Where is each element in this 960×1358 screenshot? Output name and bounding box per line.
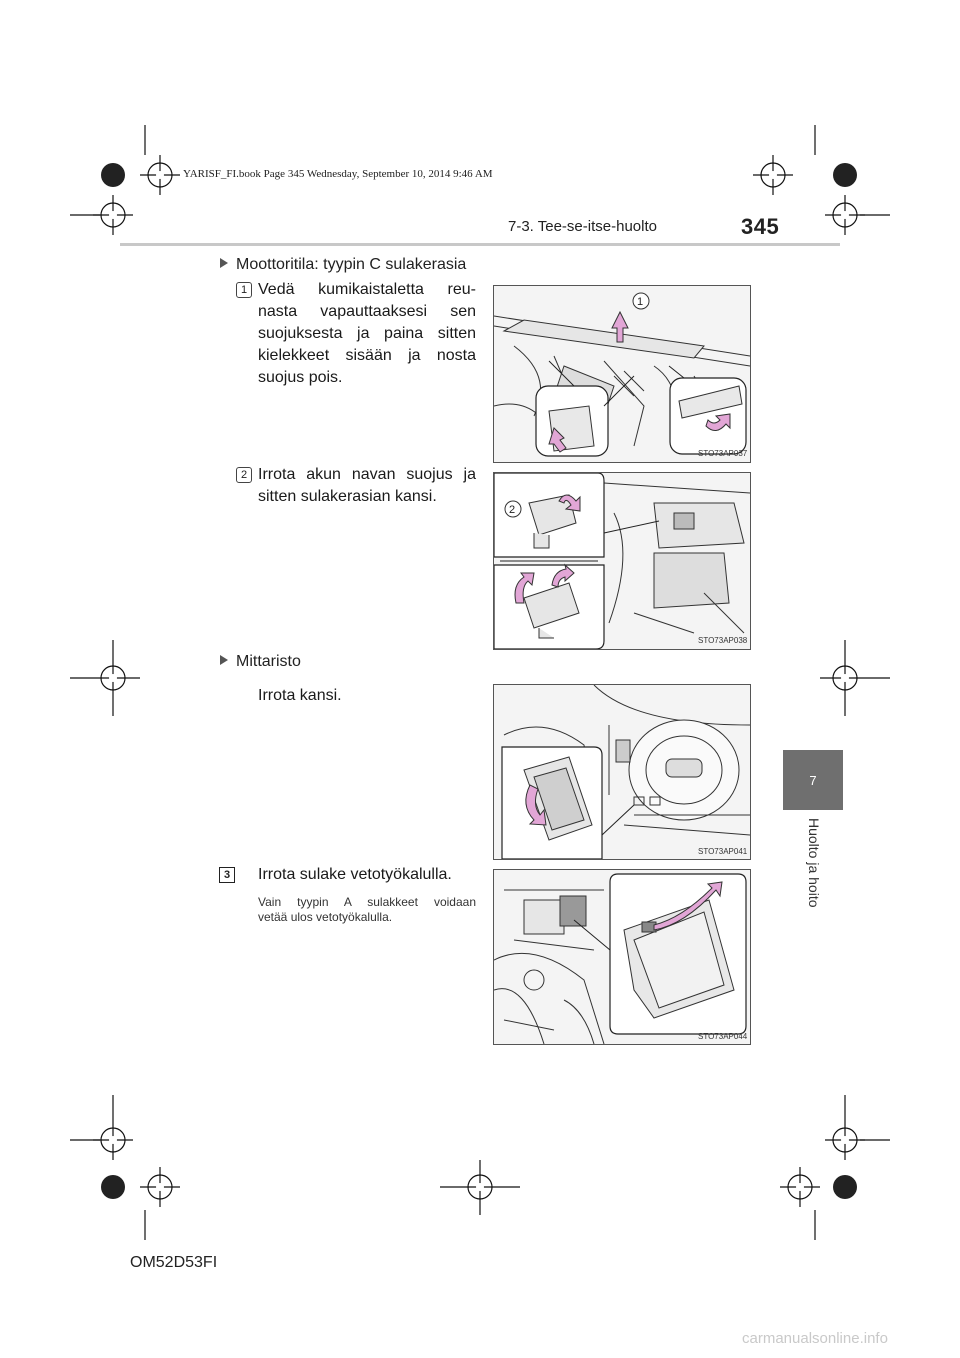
step-3-text: Irrota sulake vetotyökalulla. — [258, 866, 452, 883]
chapter-tab: 7 — [783, 750, 843, 810]
figure-instrument-panel: STO73AP041 — [493, 684, 751, 860]
triangle-bullet-icon — [220, 655, 228, 665]
step-1-line: suojus pois. — [258, 369, 343, 386]
figure-fuse-puller: STO73AP044 — [493, 869, 751, 1045]
battery-terminal-illustration: 2 — [494, 473, 750, 649]
figure-fusebox-cover: 1 STO73AP037 — [493, 285, 751, 463]
step-1-line: Vedä kumikaistaletta reu- — [258, 281, 476, 298]
step-3-note: Vain tyypin A sulakkeet voidaan vetää ul… — [258, 895, 476, 925]
step-number-1: 1 — [236, 282, 252, 298]
figure-code: STO73AP041 — [698, 847, 748, 856]
step-2-line: Irrota akun navan suojus ja — [258, 466, 476, 483]
instrument-panel-instruction: Irrota kansi. — [258, 687, 342, 704]
figure-1-callout: 1 — [637, 296, 643, 308]
figure-code: STO73AP038 — [698, 636, 748, 645]
chapter-number: 7 — [809, 773, 817, 788]
book-meta: YARISF_FI.book Page 345 Wednesday, Septe… — [183, 168, 493, 180]
figure-code: STO73AP037 — [698, 449, 748, 458]
step-1-text: Vedä kumikaistaletta reu- nasta vapautta… — [258, 279, 476, 389]
step-1-line: suojuksesta ja paina sitten — [258, 325, 476, 342]
fuse-puller-illustration — [494, 870, 750, 1044]
section-heading-fusebox-c: Moottoritila: tyypin C sulakerasia — [220, 256, 466, 274]
figure-code: STO73AP044 — [698, 1032, 748, 1041]
instrument-panel-illustration — [494, 685, 750, 859]
page-number: 345 — [741, 214, 780, 239]
step-2-line: sitten sulakerasian kansi. — [258, 488, 437, 505]
step-number-2: 2 — [236, 467, 252, 483]
triangle-bullet-icon — [220, 258, 228, 268]
step-3-note-line: Vain tyypin A sulakkeet voidaan — [258, 895, 476, 909]
section-heading-instrument-panel: Mittaristo — [220, 653, 301, 671]
step-2-text: Irrota akun navan suojus ja sitten sulak… — [258, 464, 476, 508]
step-number-3: 3 — [219, 867, 235, 883]
fusebox-cover-illustration: 1 — [494, 286, 750, 462]
manual-code: OM52D53FI — [130, 1254, 218, 1271]
step-3-note-line: vetää ulos vetotyökalulla. — [258, 910, 393, 924]
step-1-line: kielekkeet sisään ja nosta — [258, 347, 476, 364]
step-1-line: nasta vapauttaaksesi sen — [258, 303, 476, 320]
figure-2-callout: 2 — [509, 504, 515, 516]
figure-battery-terminal: 2 STO73AP038 — [493, 472, 751, 650]
chapter-label: Huolto ja hoito — [806, 818, 822, 908]
section-title: 7-3. Tee-se-itse-huolto — [508, 218, 657, 235]
header-rule — [120, 243, 840, 246]
watermark: carmanualsonline.info — [742, 1330, 888, 1347]
